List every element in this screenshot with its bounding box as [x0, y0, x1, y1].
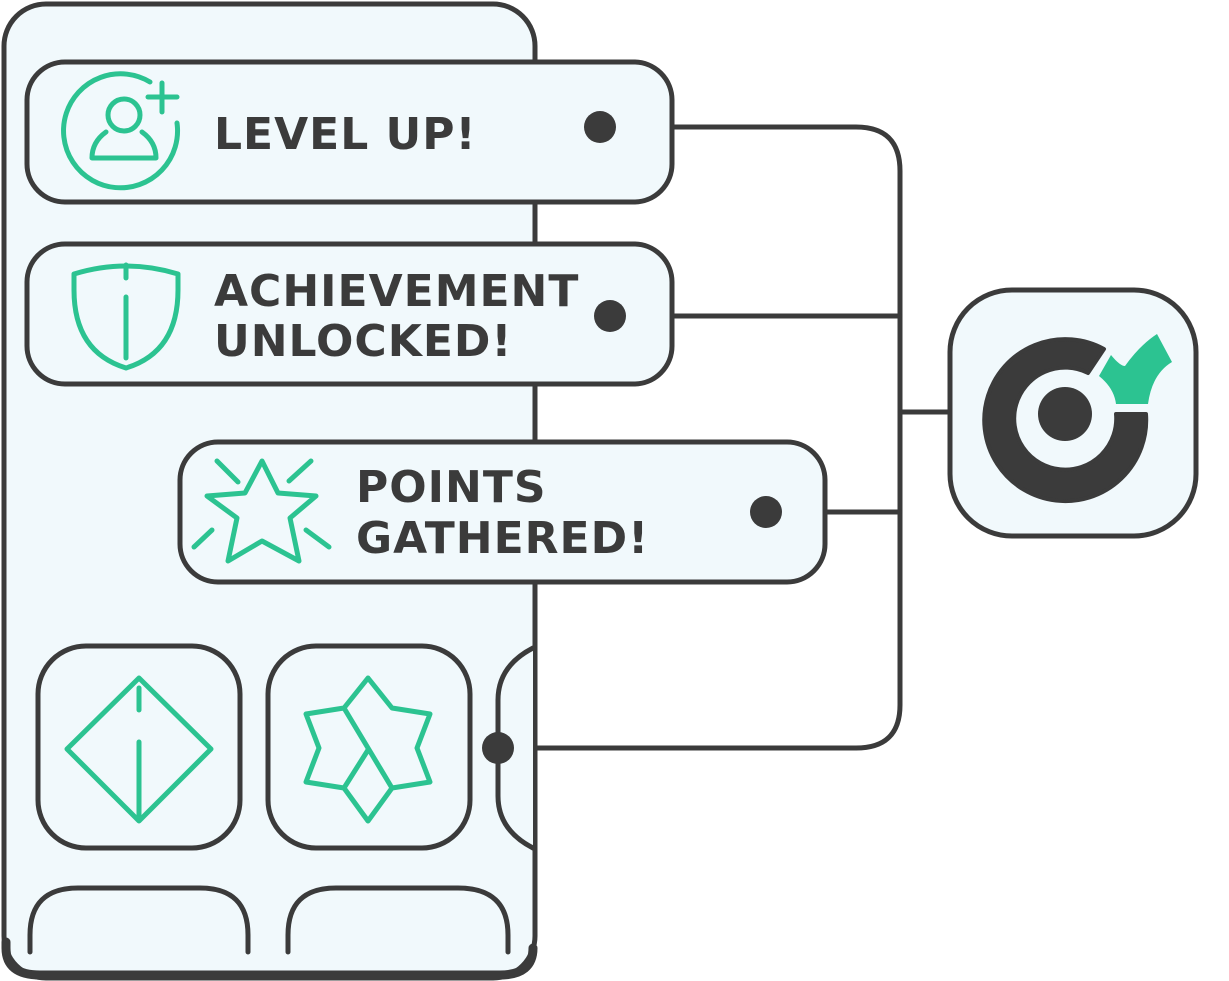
connector-dots: [482, 111, 782, 764]
dot-tile: [482, 732, 514, 764]
star-burst-icon: [191, 458, 332, 564]
points-label-line-1: POINTS: [356, 462, 547, 513]
connector-lines: [495, 124, 955, 751]
dot-points: [750, 496, 782, 528]
notification-card-achievement[interactable]: [24, 241, 675, 387]
dot-level-up: [584, 111, 616, 143]
bottom-tab-left[interactable]: [27, 885, 251, 955]
dot-achievement: [594, 300, 626, 332]
user-plus-icon: [61, 71, 181, 191]
achievement-label-line-2: UNLOCKED!: [214, 316, 512, 367]
notification-card-points[interactable]: [177, 439, 828, 585]
bottom-tab-right[interactable]: [285, 885, 511, 955]
diamond-arrow-icon: [64, 675, 214, 824]
notification-card-level-up[interactable]: [24, 59, 675, 205]
gauge-logo-icon: [982, 334, 1172, 504]
shield-icon: [71, 262, 181, 371]
achievement-label-line-1: ACHIEVEMENT: [214, 266, 579, 317]
level-up-label: LEVEL UP!: [214, 109, 477, 160]
phone-bottom-edge: [1, 937, 538, 980]
star-badge-icon: [303, 675, 433, 824]
points-label-line-2: GATHERED!: [356, 513, 649, 564]
